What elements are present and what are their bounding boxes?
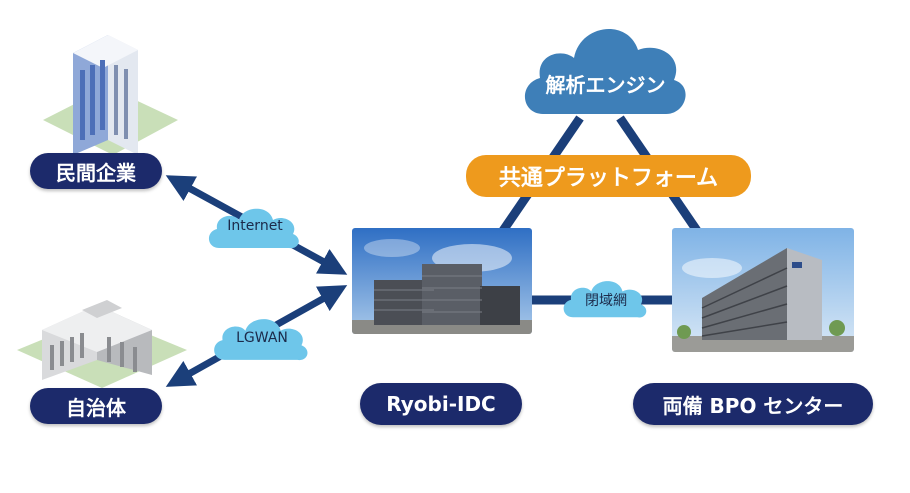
datacenter-image (352, 228, 532, 334)
internet-cloud: Internet (205, 200, 305, 252)
private-company-label: 民間企業 (30, 153, 162, 189)
closed-network-label: 閉域網 (585, 293, 627, 309)
lgwan-label: LGWAN (236, 330, 288, 346)
ryobi-idc-label: Ryobi-IDC (360, 383, 522, 425)
internet-label: Internet (227, 218, 283, 234)
bpo-center-label: 両備 BPO センター (633, 383, 873, 425)
cloud-icon (214, 319, 308, 361)
common-platform-label: 共通プラットフォーム (466, 155, 751, 197)
data-center-photo (352, 228, 532, 334)
office-building-image (672, 228, 854, 352)
analysis-engine-label: 解析エンジン (545, 73, 666, 97)
closed-network-cloud: 閉域網 (560, 270, 652, 324)
cloud-icon (524, 28, 686, 114)
analysis-engine-cloud: 解析エンジン (518, 14, 693, 119)
office-building-icon (43, 35, 178, 155)
cloud-icon (563, 281, 647, 318)
lgwan-cloud: LGWAN (210, 310, 314, 364)
government-building-icon (17, 300, 187, 388)
cloud-icon (208, 208, 299, 249)
bpo-center-photo (672, 228, 854, 352)
local-government-label: 自治体 (30, 388, 162, 424)
